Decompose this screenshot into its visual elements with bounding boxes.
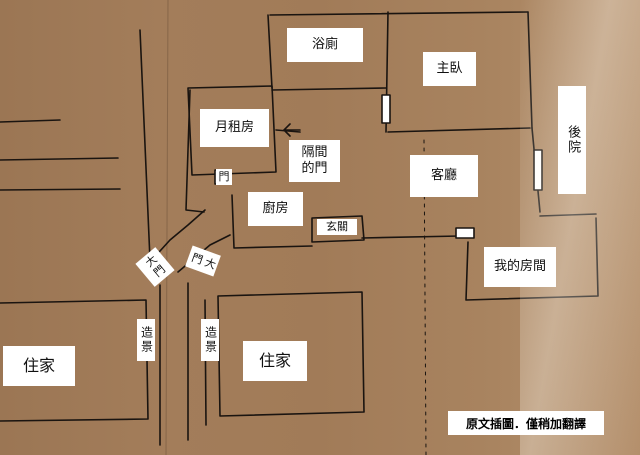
label-living-room: 客廳 <box>410 155 478 197</box>
label-landscape-left: 造景 <box>137 319 155 361</box>
label-kitchen: 廚房 <box>248 192 303 226</box>
label-entrance: 玄關 <box>317 219 357 235</box>
label-my-room: 我的房間 <box>484 247 556 287</box>
label-bathroom: 浴廁 <box>287 28 363 62</box>
label-house-right: 住家 <box>243 341 307 381</box>
label-landscape-right: 造景 <box>201 319 219 361</box>
label-partition-door: 隔間 的門 <box>289 140 340 182</box>
label-house-left: 住家 <box>3 346 75 386</box>
label-backyard: 後院 <box>558 86 586 194</box>
label-monthly-room: 月租房 <box>200 109 269 147</box>
caption: 原文插圖．僅稍加翻譯 <box>448 411 604 435</box>
label-door: 門 <box>216 169 232 185</box>
label-master-bedroom: 主臥 <box>423 52 476 86</box>
